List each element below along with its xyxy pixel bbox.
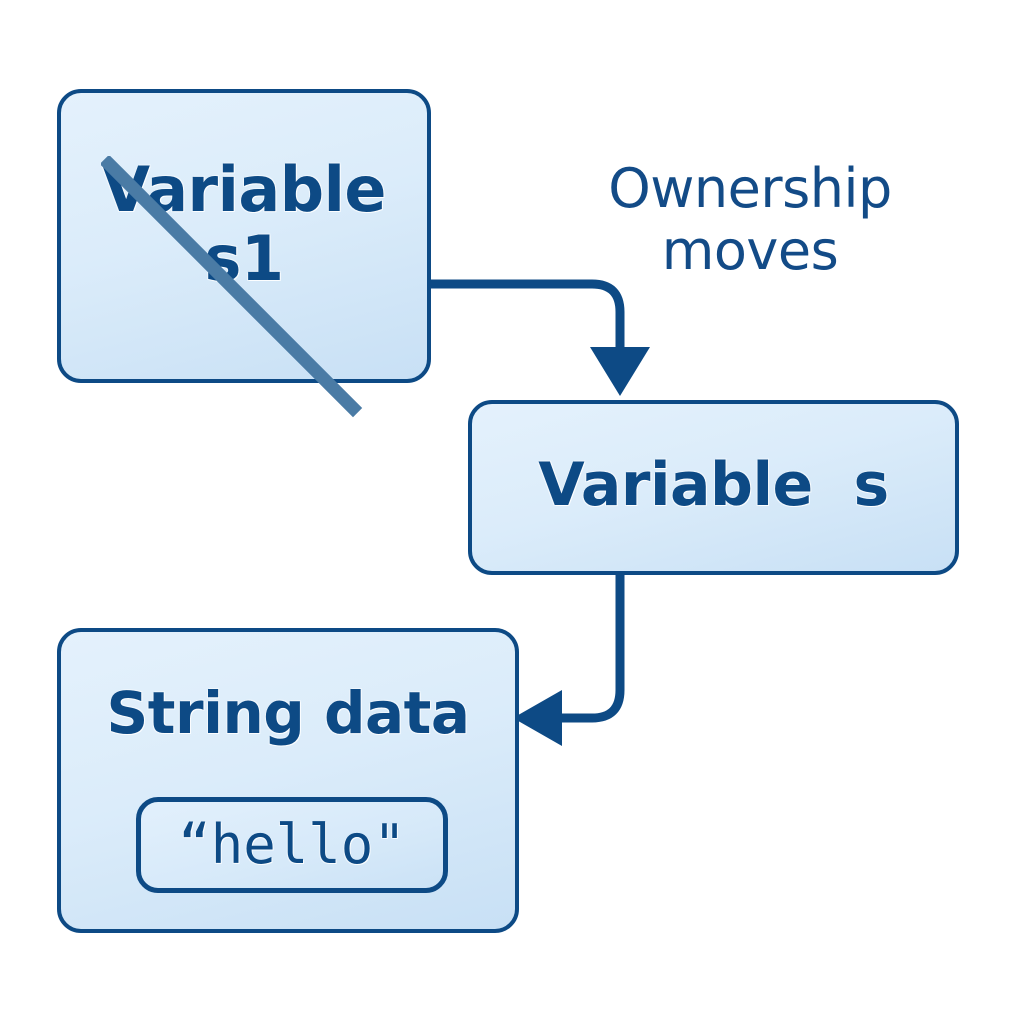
string-value-chip[interactable]: “hello" — [136, 797, 448, 893]
points-to-edge — [513, 572, 625, 746]
ownership-move-edge — [428, 279, 650, 396]
node-variable-s[interactable]: Variable s — [468, 400, 959, 575]
node-variable-s1[interactable]: Variable s1 — [57, 89, 431, 418]
arrowhead-left — [513, 690, 562, 746]
ownership-moves-label: Ownership moves — [608, 157, 892, 282]
node-variable-s-label: Variable s — [538, 450, 889, 520]
node-variable-s1-label: Variable s1 — [102, 153, 386, 296]
arrowhead-down — [590, 347, 650, 396]
node-string-data-label: String data — [106, 679, 470, 747]
string-value-text: “hello" — [178, 813, 406, 876]
node-string-data[interactable]: String data “hello" — [57, 628, 519, 933]
